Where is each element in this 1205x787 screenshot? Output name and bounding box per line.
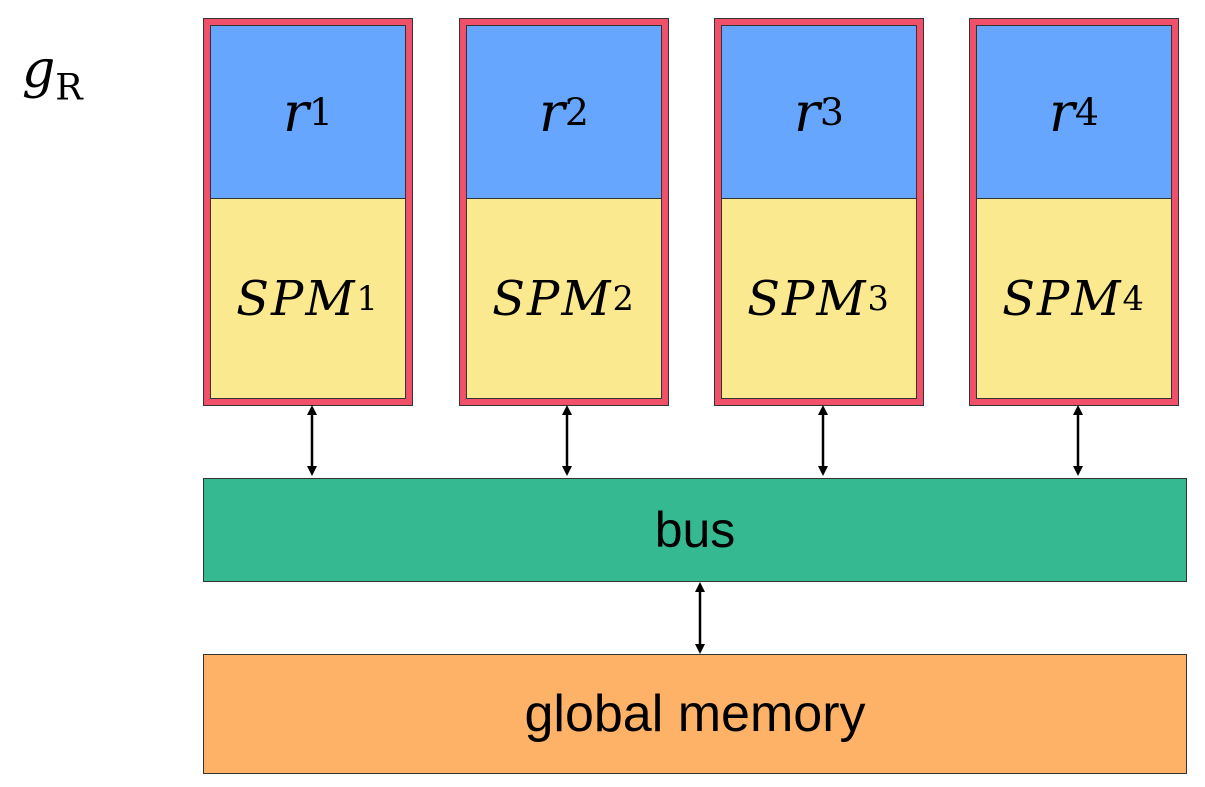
graph-label: gR [22, 40, 83, 109]
bus-block: bus [203, 478, 1187, 582]
register-4-base: r [1049, 80, 1075, 144]
spm-3-base: SPM [747, 270, 868, 327]
graph-label-subscript: R [55, 65, 83, 109]
global-memory-block: global memory [203, 654, 1187, 774]
register-3-subscript: 3 [819, 90, 844, 134]
global-memory-label: global memory [524, 685, 866, 743]
bus-label: bus [654, 502, 736, 558]
spm-4-base: SPM [1002, 270, 1123, 327]
spm-2-base: SPM [492, 270, 613, 327]
spm-2-subscript: 2 [612, 279, 636, 318]
register-2-base: r [539, 80, 565, 144]
spm-1-base: SPM [236, 270, 357, 327]
register-1-subscript: 1 [308, 90, 333, 134]
register-2-subscript: 2 [564, 90, 589, 134]
spm-3-subscript: 3 [867, 279, 891, 318]
spm-4-subscript: 4 [1122, 279, 1146, 318]
spm-1-subscript: 1 [356, 279, 380, 318]
register-3-base: r [794, 80, 820, 144]
register-4-subscript: 4 [1074, 90, 1099, 134]
graph-label-base: g [22, 40, 56, 100]
register-1-base: r [283, 80, 309, 144]
